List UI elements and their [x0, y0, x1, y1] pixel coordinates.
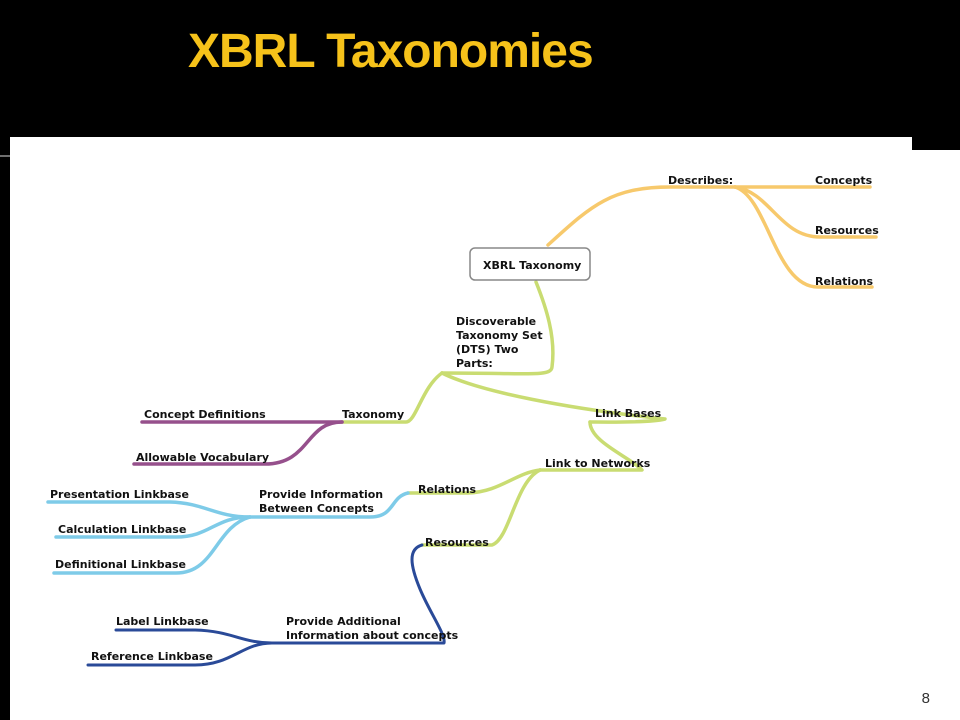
- node-provide-additional-line2: Information about concepts: [286, 629, 459, 642]
- node-link-bases: Link Bases: [595, 407, 662, 420]
- slide-title: XBRL Taxonomies: [188, 25, 594, 78]
- leaf-presentation-linkbase: Presentation Linkbase: [50, 488, 189, 501]
- node-dts-line1: Discoverable: [456, 315, 536, 328]
- node-dts-line4: Parts:: [456, 357, 493, 370]
- node-dts-line2: Taxonomy Set: [456, 329, 543, 342]
- node-taxonomy: Taxonomy: [342, 408, 404, 421]
- branch-resources: [86, 543, 446, 667]
- leaf-relations-describes: Relations: [815, 275, 874, 288]
- branch-dts: [340, 280, 667, 547]
- leaf-reference-linkbase: Reference Linkbase: [91, 650, 213, 663]
- root-node: XBRL Taxonomy: [483, 259, 581, 272]
- node-dts-line3: (DTS) Two: [456, 343, 519, 356]
- slide-background-strip: [912, 150, 960, 720]
- title-bar: XBRL Taxonomies: [0, 0, 960, 150]
- leaf-resources-describes: Resources: [815, 224, 879, 237]
- page-number: 8: [921, 690, 930, 707]
- leaf-concept-definitions: Concept Definitions: [144, 408, 266, 421]
- mindmap-panel: XBRL Taxonomy Describes: Concepts Resour…: [10, 137, 912, 720]
- mindmap-diagram: XBRL Taxonomy Describes: Concepts Resour…: [46, 174, 879, 667]
- node-resources: Resources: [425, 536, 489, 549]
- leaf-allowable-vocabulary: Allowable Vocabulary: [136, 451, 269, 464]
- node-relations: Relations: [418, 483, 477, 496]
- leaf-label-linkbase: Label Linkbase: [116, 615, 209, 628]
- branch-taxonomy: [132, 420, 344, 466]
- leaf-calculation-linkbase: Calculation Linkbase: [58, 523, 186, 536]
- root-node-box: [469, 247, 591, 281]
- divider-left: [0, 155, 10, 157]
- branch-describes: [546, 185, 878, 289]
- node-describes: Describes:: [668, 174, 733, 187]
- leaf-concepts: Concepts: [815, 174, 873, 187]
- node-provide-info-line1: Provide Information: [259, 488, 383, 501]
- leaf-definitional-linkbase: Definitional Linkbase: [55, 558, 186, 571]
- node-provide-info-line2: Between Concepts: [259, 502, 374, 515]
- node-link-to-networks: Link to Networks: [545, 457, 651, 470]
- node-provide-additional-line1: Provide Additional: [286, 615, 401, 628]
- branch-relations: [46, 491, 410, 575]
